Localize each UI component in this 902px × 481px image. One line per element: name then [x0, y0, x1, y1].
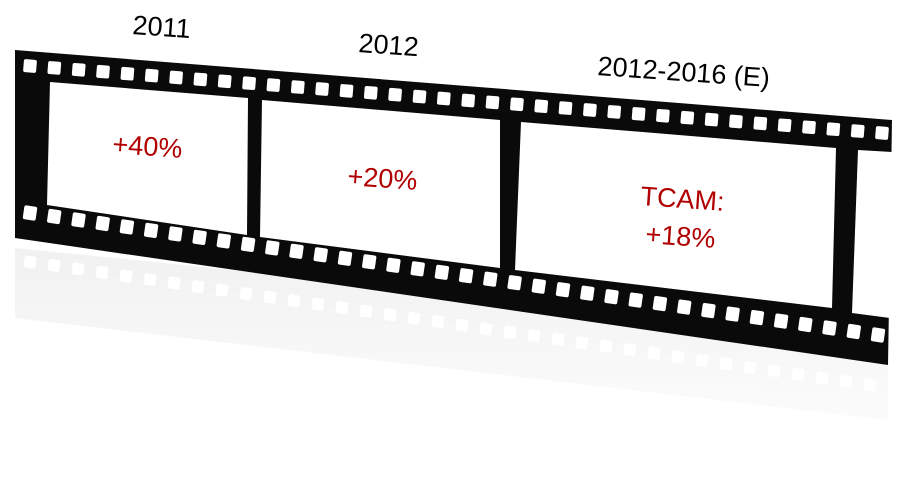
sprocket-hole — [798, 316, 813, 333]
sprocket-hole — [192, 229, 207, 245]
sprocket-hole — [95, 215, 110, 232]
sprocket-hole — [555, 282, 571, 298]
sprocket-hole — [120, 66, 135, 81]
sprocket-hole — [701, 303, 716, 319]
sprocket-hole — [604, 289, 619, 305]
sprocket-hole — [822, 320, 837, 336]
sprocket-hole — [461, 93, 476, 108]
sprocket-hole — [802, 120, 816, 135]
sprocket-hole — [240, 236, 256, 252]
sprocket-hole — [826, 122, 841, 137]
sprocket-hole — [119, 219, 135, 235]
filmstrip — [15, 50, 892, 365]
sprocket-hole — [631, 107, 646, 121]
sprocket-hole — [388, 87, 402, 102]
sprocket-hole — [434, 264, 450, 280]
frame-1 — [47, 82, 248, 235]
sprocket-hole — [47, 208, 62, 225]
sprocket-hole — [729, 114, 743, 129]
sprocket-hole — [337, 250, 353, 266]
sprocket-hole — [47, 61, 62, 75]
frame-2-value: +20% — [347, 161, 419, 196]
sprocket-hole — [534, 99, 549, 114]
sprocket-hole — [216, 233, 231, 249]
sprocket-hole — [680, 110, 695, 125]
sprocket-hole — [704, 112, 719, 127]
sprocket-hole — [96, 64, 110, 79]
sprocket-hole — [242, 76, 256, 91]
sprocket-hole — [875, 126, 889, 140]
sprocket-hole — [168, 226, 183, 242]
sprocket-hole — [22, 205, 38, 221]
sprocket-hole — [266, 78, 281, 92]
frame-1-value: +40% — [112, 129, 184, 164]
frame-4-partial — [852, 150, 892, 318]
sprocket-hole — [656, 108, 670, 123]
sprocket-hole — [580, 285, 595, 301]
sprocket-hole — [458, 268, 474, 284]
sprocket-hole — [410, 261, 425, 277]
frame-3 — [515, 122, 836, 308]
sprocket-hole — [749, 310, 765, 326]
sprocket-hole — [290, 80, 305, 94]
sprocket-hole — [265, 240, 280, 256]
sprocket-hole — [870, 327, 886, 343]
sprocket-hole — [412, 89, 427, 104]
sprocket-hole — [607, 105, 622, 119]
sprocket-hole — [313, 247, 328, 263]
sprocket-hole — [71, 212, 86, 228]
sprocket-hole — [583, 103, 597, 117]
sprocket-hole — [193, 72, 208, 87]
frame-3-year-label: 2012-2016 (E) — [597, 51, 771, 93]
sprocket-hole — [725, 306, 740, 322]
sprocket-hole — [386, 257, 401, 273]
sprocket-hole — [339, 84, 354, 98]
sprocket-hole — [169, 70, 183, 85]
sprocket-hole — [531, 278, 546, 294]
sprocket-hole — [507, 275, 522, 291]
sprocket-hole — [144, 68, 159, 83]
sprocket-hole — [436, 91, 451, 106]
sprocket-hole — [850, 124, 865, 138]
sprocket-hole — [773, 313, 789, 329]
sprocket-hole — [483, 271, 498, 287]
sprocket-hole — [846, 323, 861, 340]
sprocket-hole — [289, 243, 304, 259]
sprocket-hole — [362, 254, 377, 270]
sprocket-hole — [510, 97, 524, 112]
frame-2-year-label: 2012 — [358, 28, 420, 62]
frame-3-value-line1: TCAM: — [640, 181, 726, 217]
top-sprocket-holes — [23, 59, 889, 140]
frame-1-year-label: 2011 — [132, 10, 192, 44]
sprocket-hole — [558, 101, 573, 115]
sprocket-hole — [677, 299, 692, 315]
frame-2 — [260, 100, 500, 268]
sprocket-hole — [217, 74, 232, 89]
sprocket-hole — [485, 95, 500, 110]
sprocket-hole — [628, 292, 643, 308]
sprocket-hole — [315, 82, 329, 96]
sprocket-hole — [652, 296, 668, 312]
sprocket-hole — [71, 62, 86, 77]
sprocket-hole — [143, 222, 159, 238]
sprocket-hole — [753, 116, 768, 131]
bottom-sprocket-holes — [22, 205, 886, 343]
sprocket-hole — [23, 59, 37, 73]
frame-3-value-line2: +18% — [645, 219, 717, 254]
sprocket-hole — [777, 118, 792, 133]
sprocket-hole — [363, 85, 378, 100]
